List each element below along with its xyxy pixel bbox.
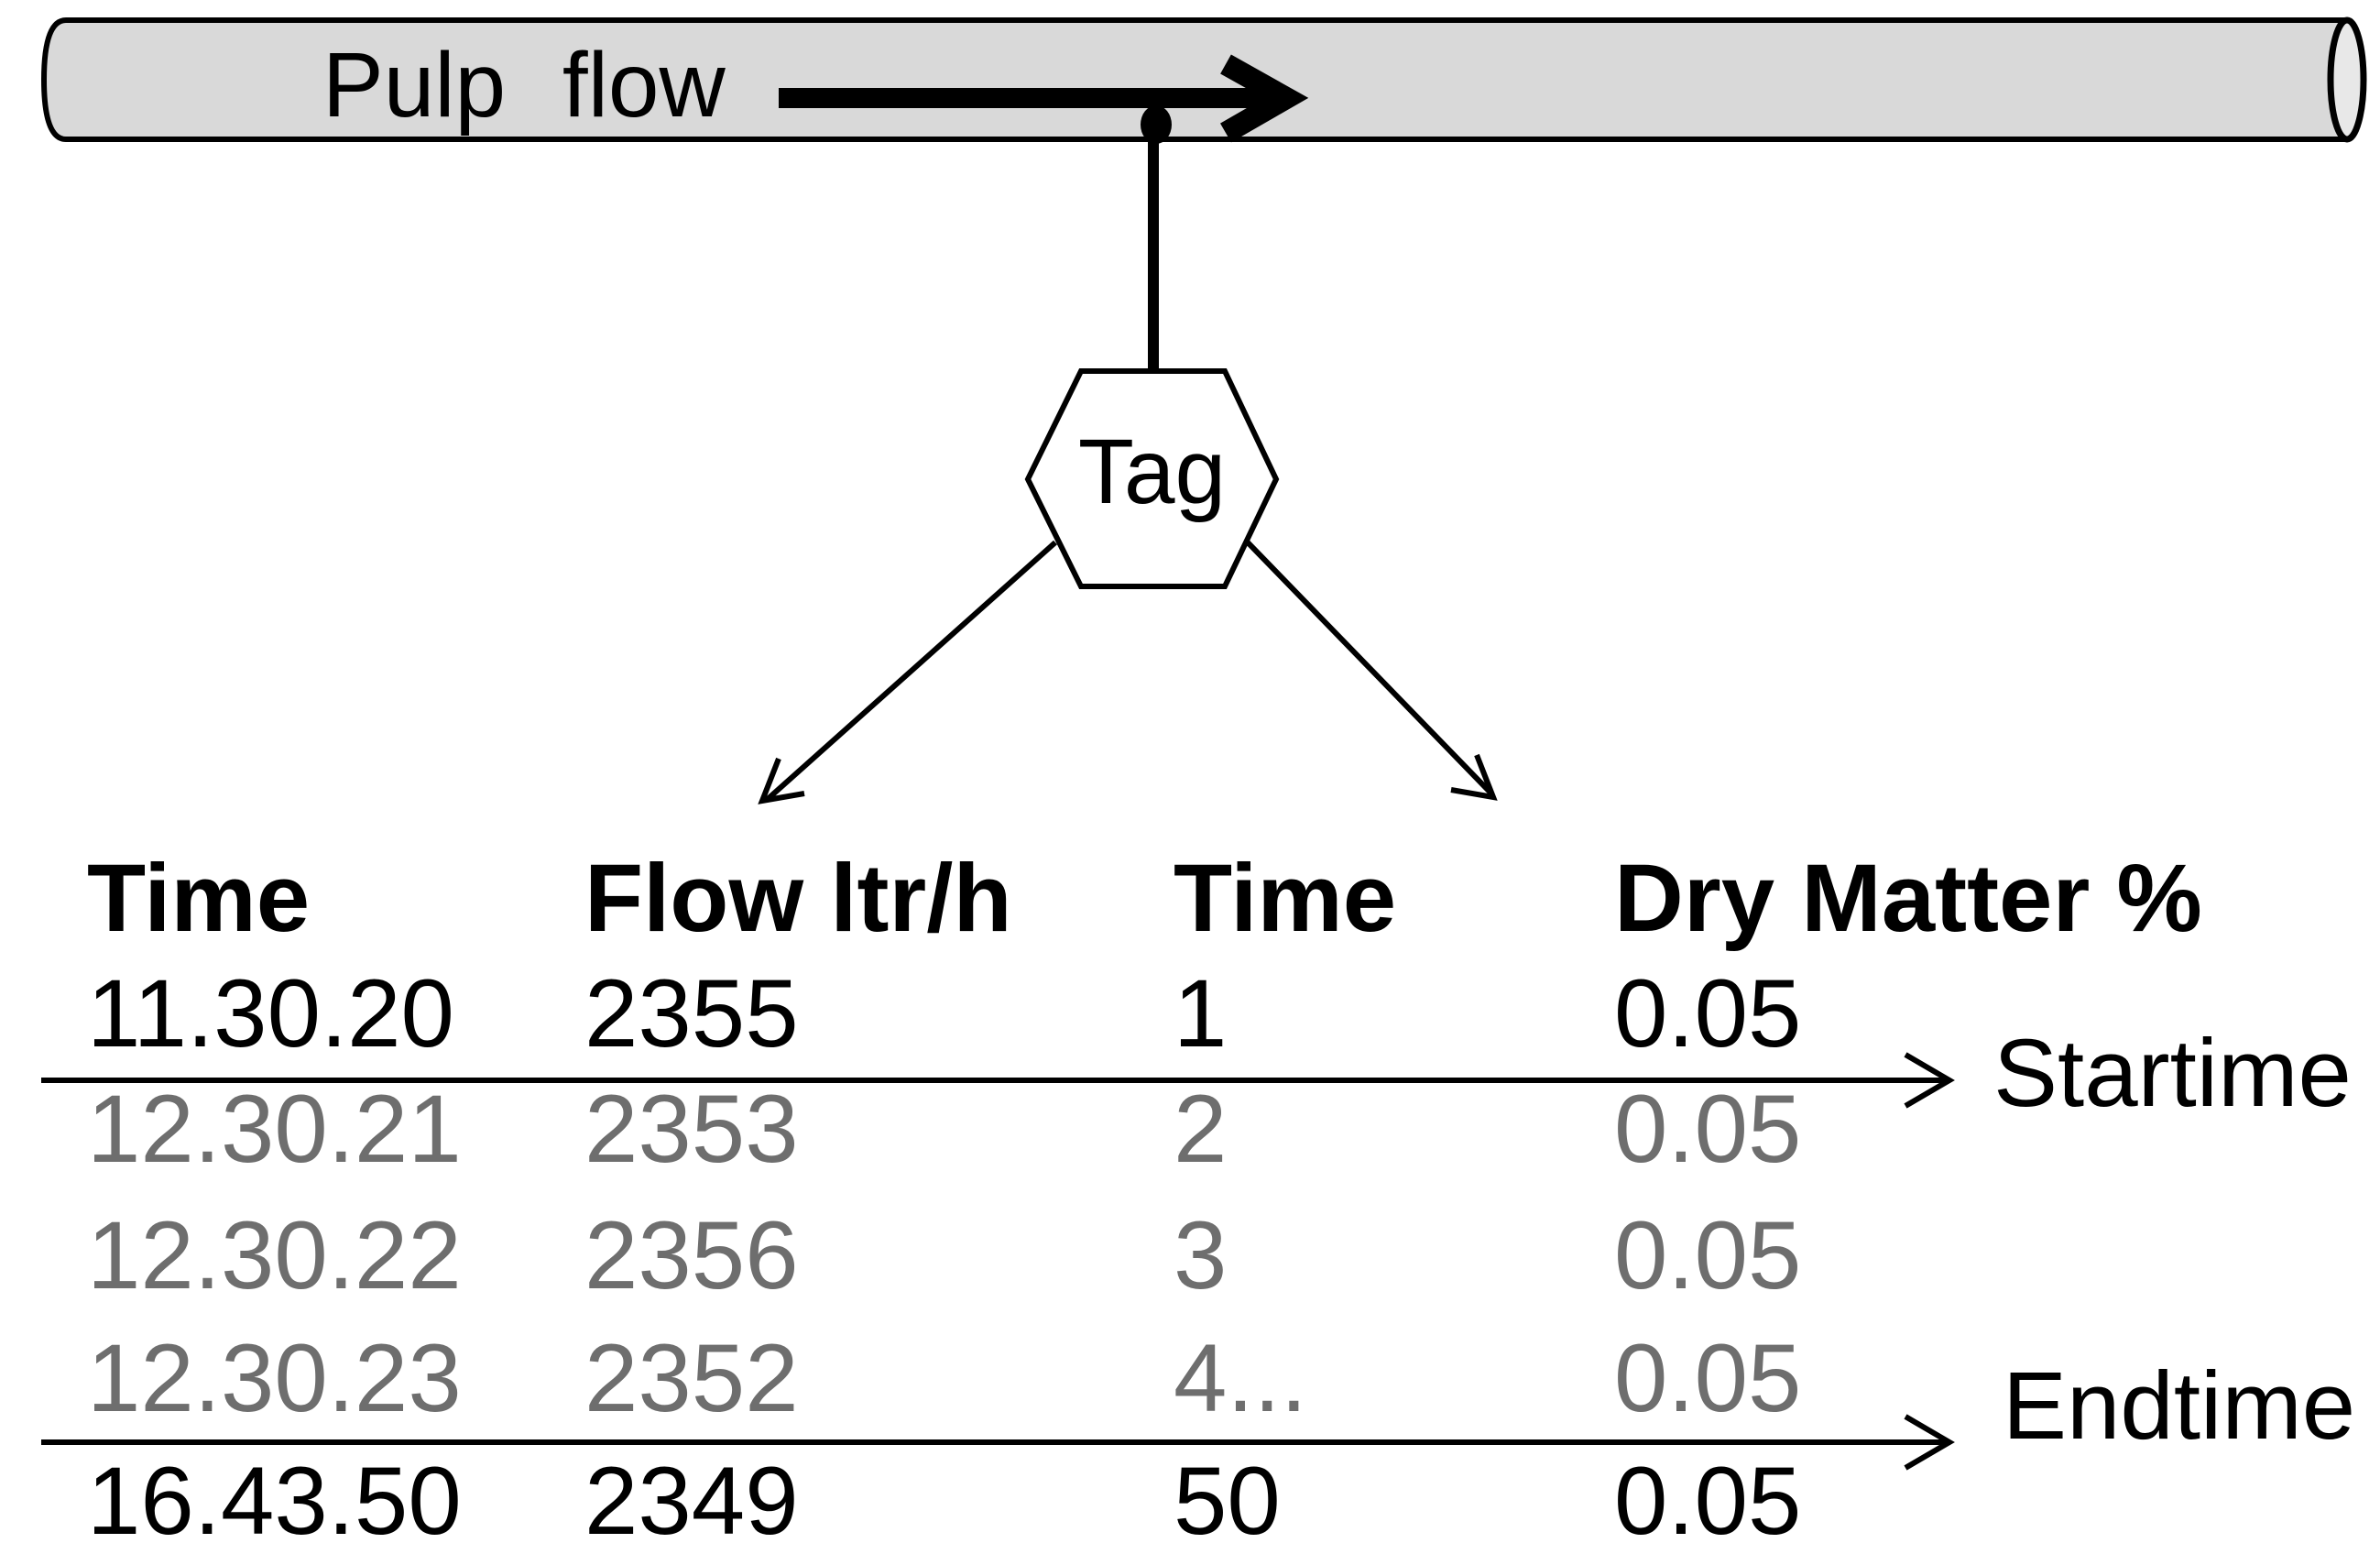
header-time-2: Time	[1174, 845, 1397, 952]
sensor-tap-dot-icon	[1141, 105, 1172, 144]
cell-flow: 2355	[584, 960, 799, 1067]
table-row: 12.30.23 2352 4... 0.05	[0, 1324, 2380, 1439]
tag-hexagon	[1024, 368, 1280, 589]
cell-sample-time: 3	[1174, 1202, 1228, 1309]
cell-dry-matter: 0.05	[1614, 1076, 1802, 1183]
cell-flow: 2349	[584, 1448, 799, 1543]
cell-sample-time: 1	[1174, 960, 1228, 1067]
cell-sample-time: 50	[1174, 1448, 1281, 1543]
cell-time: 11.30.20	[87, 960, 454, 1067]
cell-dry-matter: 0.05	[1614, 1202, 1802, 1309]
cell-sample-time: 4...	[1174, 1325, 1307, 1432]
endtime-label: Endtime	[2003, 1352, 2356, 1460]
pipe-end-cap-icon	[2327, 16, 2367, 143]
pipe-label: Pulp flow	[322, 34, 726, 137]
cell-time: 12.30.22	[87, 1202, 462, 1309]
cell-time: 12.30.23	[87, 1325, 462, 1432]
table-row: 12.30.21 2353 2 0.05	[0, 1075, 2380, 1189]
cell-time: 12.30.21	[87, 1076, 462, 1183]
pipe-body	[40, 17, 2350, 142]
table-row: 12.30.22 2356 3 0.05	[0, 1201, 2380, 1316]
cell-dry-matter: 0.05	[1614, 1448, 1802, 1543]
endtime-arrow	[41, 1414, 1955, 1471]
cell-sample-time: 2	[1174, 1076, 1228, 1183]
cell-flow: 2356	[584, 1202, 799, 1309]
flow-direction-arrow-icon	[779, 54, 1309, 143]
cell-flow: 2353	[584, 1076, 799, 1183]
right-branch-arrow-icon	[1245, 540, 1498, 801]
cell-dry-matter: 0.05	[1614, 960, 1802, 1067]
header-dry-matter: Dry Matter %	[1614, 845, 2202, 952]
startime-arrow	[41, 1052, 1955, 1109]
cell-time: 16.43.50	[87, 1448, 462, 1543]
table-row: 11.30.20 2355 1 0.05	[0, 959, 2380, 1074]
table-header-row: Time Flow ltr/h Time Dry Matter %	[0, 844, 2380, 958]
cell-dry-matter: 0.05	[1614, 1325, 1802, 1432]
cell-flow: 2352	[584, 1325, 799, 1432]
header-flow: Flow ltr/h	[584, 845, 1012, 952]
startime-label: Startime	[1993, 1020, 2352, 1127]
header-time-1: Time	[87, 845, 311, 952]
left-branch-arrow-icon	[758, 540, 1057, 804]
table-row: 16.43.50 2349 50 0.05	[0, 1447, 2380, 1543]
tag-label: Tag	[1077, 421, 1227, 523]
